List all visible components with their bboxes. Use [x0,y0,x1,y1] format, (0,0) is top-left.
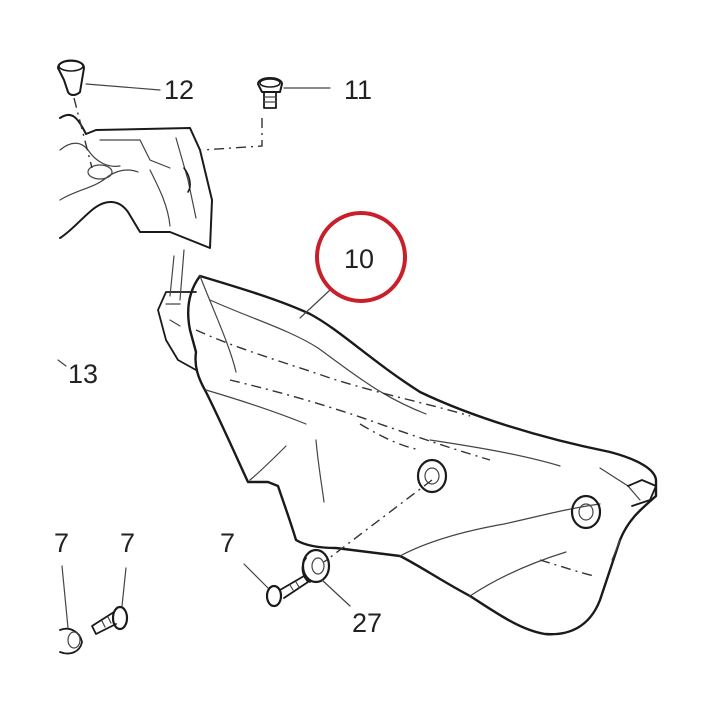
callout-12: 12 [164,75,194,105]
leader-13 [57,359,67,367]
callout-11: 11 [344,75,372,105]
callout-labels: 12 11 10 13 7 7 7 27 [54,75,382,638]
side-panel-part-10 [157,249,658,636]
part-27-grommet [301,479,433,607]
highlight-circle [315,211,407,303]
callout-27: 27 [352,608,382,638]
callout-7-left-edge: 7 [54,528,69,558]
callout-13: 13 [68,359,98,389]
part-7-bolt-left [59,565,129,655]
part-12-grommet [57,59,161,169]
part-11-screw [257,77,331,109]
leader-10 [299,289,331,319]
callout-7-left: 7 [120,528,135,558]
upper-bracket [59,113,263,249]
callout-10: 10 [344,244,374,274]
part-7-bolt-center [243,563,309,608]
callout-7-center: 7 [220,528,235,558]
